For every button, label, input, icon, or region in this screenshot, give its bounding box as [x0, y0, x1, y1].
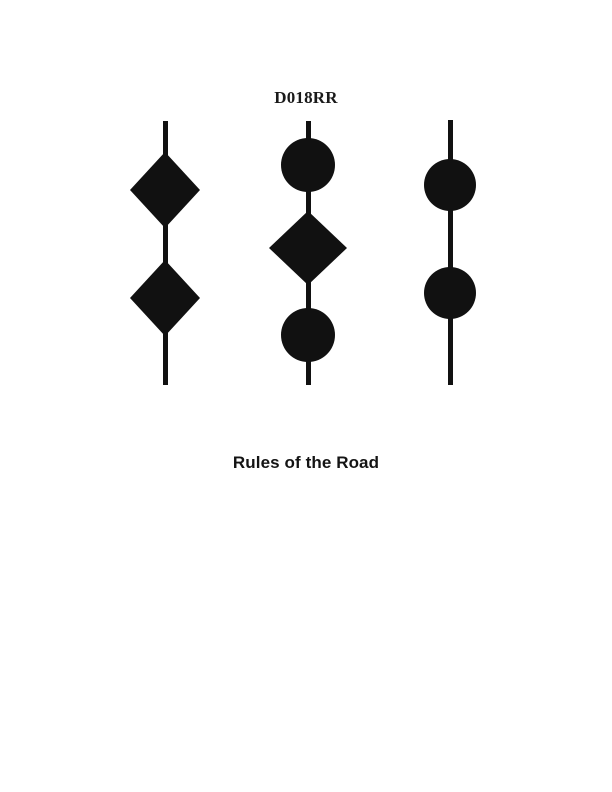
- day-shape-ball-icon: [281, 308, 335, 362]
- day-shape-diamond-icon: [130, 260, 200, 336]
- signal-figure-ball-over-diamond-over-ball: [248, 0, 368, 430]
- staff-line: [447, 120, 453, 385]
- signal-diagram-area: [105, 0, 510, 430]
- signal-figure-diamond-over-diamond: [105, 0, 225, 430]
- day-shape-ball-icon: [424, 267, 476, 319]
- figure-title: D018RR: [274, 88, 338, 107]
- day-shape-diamond-icon: [269, 211, 347, 285]
- day-shape-ball-icon: [281, 138, 335, 192]
- day-shape-diamond-icon: [130, 152, 200, 228]
- staff-line: [162, 121, 168, 385]
- signal-figure-ball-over-ball: [390, 0, 510, 430]
- figure-caption: Rules of the Road: [232, 453, 380, 472]
- day-shape-ball-icon: [424, 159, 476, 211]
